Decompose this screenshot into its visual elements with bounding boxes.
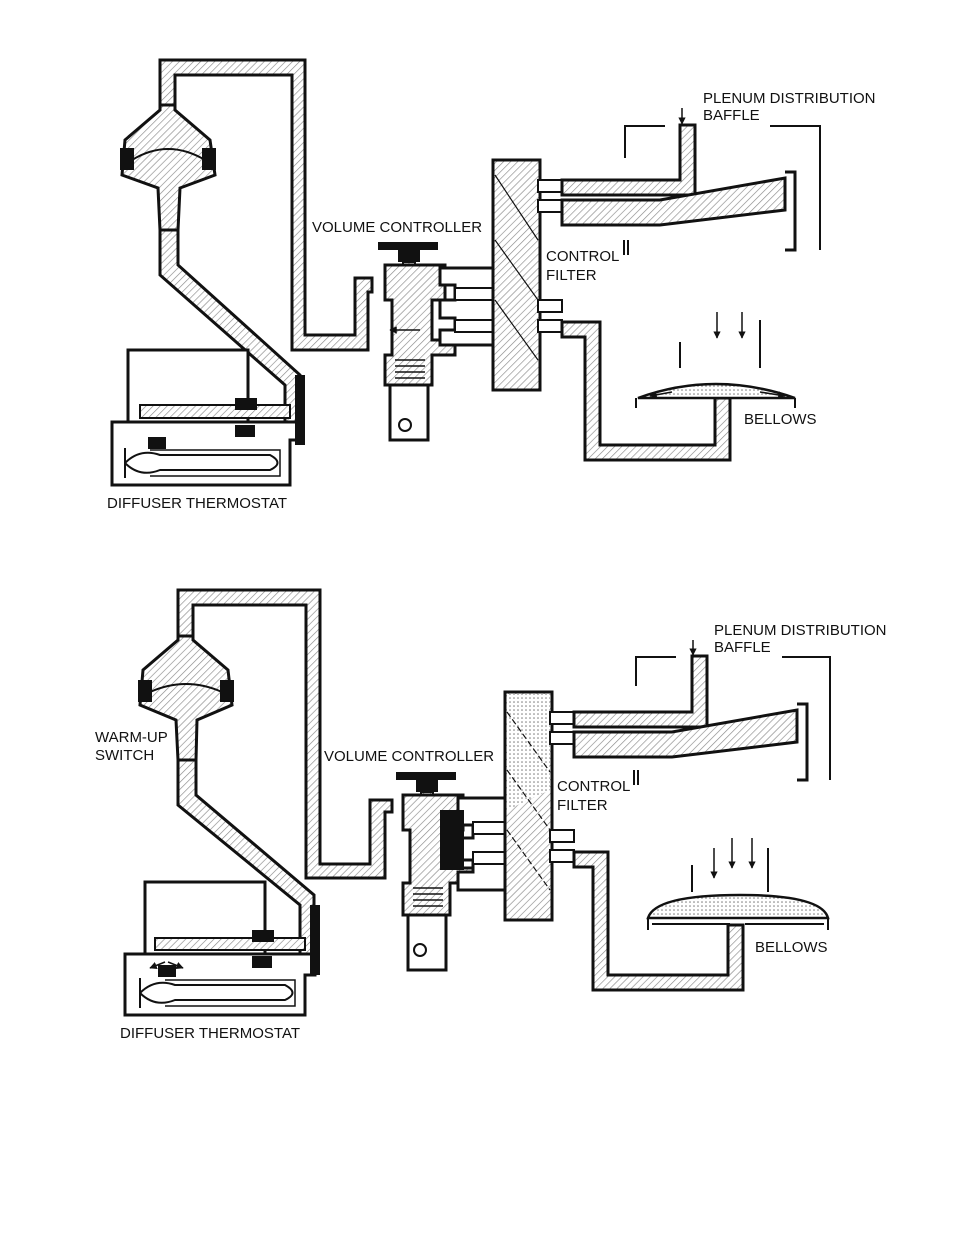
bottom-label-warmup-1: WARM-UP [95,729,168,746]
top-thermostat-pillar [295,375,305,445]
bottom-label-control-2: FILTER [557,797,608,814]
top-bellows-right-arrow [759,391,786,399]
top-vc-knob [378,242,438,262]
top-port-block [438,266,497,347]
top-label-bellows: BELLOWS [744,411,817,428]
bottom-thermostat-channel [154,937,306,951]
top-thermostat-block-b [235,425,255,437]
bottom-thermostat-block-b [252,956,272,968]
top-label-plenum-2: BAFFLE [703,107,760,124]
top-filter-port-d [537,319,563,333]
top-bellows-guides [679,320,761,368]
bottom-filter-port-a [549,711,575,725]
top-warmup-switch-diaphragm [131,148,206,161]
top-thermostat-block-c [148,437,166,449]
bottom-upper-pipe [176,588,394,880]
bottom-vc-knob [396,772,456,792]
top-thermostat-block-a [235,398,257,410]
top-label-plenum-1: PLENUM DISTRIBUTION [703,90,876,107]
bottom-label-bellows: BELLOWS [755,939,828,956]
top-thermostat-channel [139,404,291,419]
bottom-label-volume-controller: VOLUME CONTROLLER [324,748,494,765]
bottom-filter-port-b [549,731,575,745]
top-plenum-pipe-upper [560,123,697,197]
bottom-bellows-pipe [572,850,745,992]
top-label-control-2: FILTER [546,267,597,284]
bottom-thermostat-block-a [252,930,274,942]
bottom-thermostat-coil [165,979,296,1007]
diagram-top: PLENUM DISTRIBUTION BAFFLE VOLUME CONTRO… [107,58,876,512]
bottom-filter-port-c [549,829,575,843]
bottom-label-control-1: CONTROL [557,778,630,795]
top-baffle [623,125,821,255]
bottom-warmup-switch-clamp-right [220,680,234,702]
top-filter-port-a [537,179,563,193]
bottom-label-warmup-2: SWITCH [95,747,154,764]
top-vc-ball [398,418,412,432]
bottom-baffle [633,656,831,785]
bottom-warmup-switch-clamp-left [138,680,152,702]
bottom-thermostat-arrow-right [167,961,184,969]
top-warmup-switch-clamp-left [120,148,134,170]
bottom-vc-spring [413,887,443,907]
bottom-thermostat-element [139,978,294,1008]
top-vc-cylinder [388,383,430,442]
bottom-port-black-1 [440,810,464,870]
top-thermostat-element [124,448,279,478]
bottom-control-filter-upper-dots [507,694,550,810]
top-warmup-switch-clamp-right [202,148,216,170]
bottom-label-diffuser-thermostat: DIFFUSER THERMOSTAT [120,1025,300,1042]
top-upper-pipe [158,58,374,352]
top-control-filter [491,158,542,392]
bottom-vc-ball [413,943,427,957]
top-plenum-pipe-lower [560,176,787,227]
top-vc-spring [395,359,425,379]
bottom-warmup-switch-diaphragm [149,683,223,693]
bottom-control-filter-diagonals [506,711,551,891]
top-label-volume-controller: VOLUME CONTROLLER [312,219,482,236]
top-label-control-1: CONTROL [546,248,619,265]
bottom-bellows [646,893,830,920]
diagram-bottom: PLENUM DISTRIBUTION BAFFLE WARM-UP SWITC… [95,588,887,1042]
bottom-thermostat-pillar [310,905,320,975]
top-port-2 [454,319,496,333]
bottom-thermostat-arrow-left [149,961,166,969]
top-label-diffuser-thermostat: DIFFUSER THERMOSTAT [107,495,287,512]
top-plenum-outlet [785,170,797,252]
top-filter-port-b [537,199,563,213]
top-control-filter-diagonals [494,174,539,361]
bottom-bellows-base [647,918,829,930]
top-thermostat-coil [150,449,281,477]
top-volume-controller [378,242,457,442]
bottom-plenum-outlet [797,702,809,782]
bottom-thermostat-block-c [158,965,176,977]
top-port-1 [454,287,496,301]
bottom-plenum-pipe-lower [572,708,799,759]
bottom-port-block [456,796,507,892]
top-warmup-switch-body [120,103,217,232]
bottom-label-plenum-2: BAFFLE [714,639,771,656]
top-bellows-base [635,398,796,408]
top-bellows-left-arrow [649,391,673,399]
bottom-filter-port-d [549,849,575,863]
bottom-bellows-guides [691,848,769,892]
bottom-label-plenum-1: PLENUM DISTRIBUTION [714,622,887,639]
bottom-vc-cylinder [406,913,448,972]
bottom-plenum-pipe-upper [572,654,709,729]
top-bellows [637,382,796,400]
top-filter-port-c [537,299,563,313]
